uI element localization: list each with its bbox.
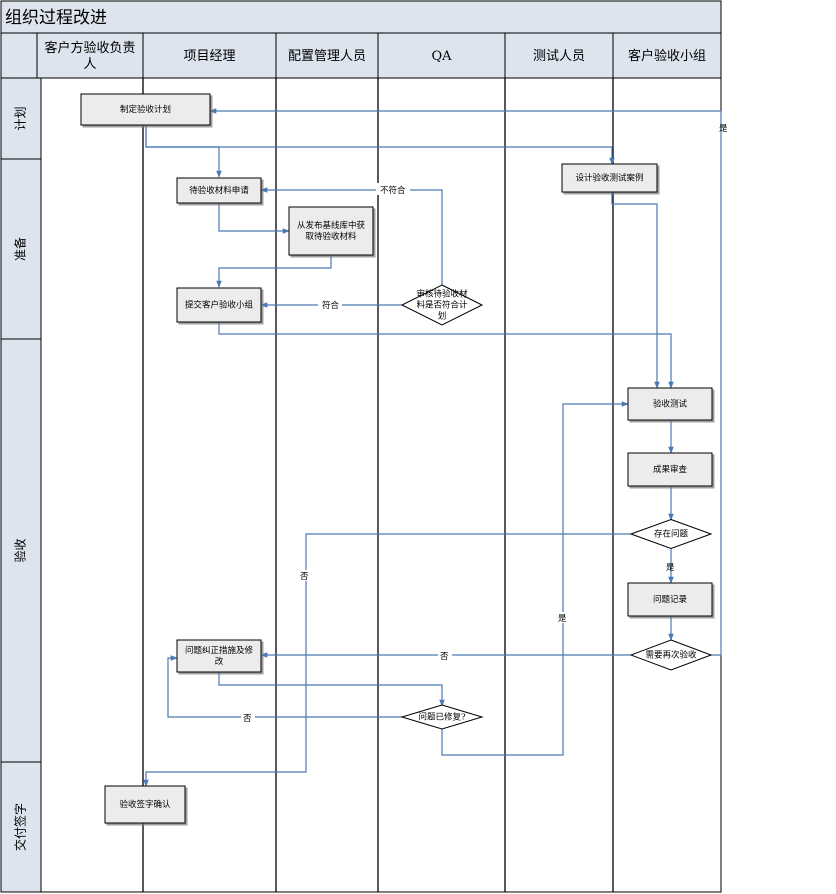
node-label: 问题记录 [653, 595, 688, 605]
node-n9: 存在问题 [629, 518, 713, 550]
lane-label-acceptance_team: 客户验收小组 [628, 48, 706, 64]
node-label: 取待验收材料 [305, 231, 357, 242]
lane-label-customer_lead: 客户方验收负责 [44, 40, 135, 56]
node-label: 料是否符合计 [416, 300, 468, 311]
node-n7: 验收测试 [627, 387, 713, 421]
node-label: 设计验收测试案例 [575, 173, 643, 184]
process-box [176, 177, 262, 204]
node-n8: 成果审查 [627, 452, 713, 487]
lane-dividers [142, 78, 614, 892]
phase-cell-deliver [0, 761, 42, 893]
lane-header-qa [377, 32, 506, 79]
node-label: 问题纠正措施及修 [185, 645, 254, 656]
process-box [80, 93, 211, 126]
lane-label-tester: 测试人员 [533, 49, 585, 64]
edge-request-to-fetch [218, 203, 290, 234]
lane-header-acceptance_team [612, 32, 722, 79]
node-label: 问题已修复? [418, 712, 466, 723]
decision-diamond [629, 518, 713, 550]
process-box [104, 785, 186, 824]
edge-fixed-yes-to-test [441, 401, 629, 756]
decision-diamond [629, 639, 713, 671]
connectors [143, 108, 722, 787]
phase-label-accept: 验收 [13, 538, 28, 562]
node-label: 成果审查 [653, 464, 688, 475]
edge-review-fail-to-request [260, 187, 443, 285]
process-box [627, 582, 713, 617]
edge-plan-to-testcase [145, 125, 615, 165]
lane-label-customer_lead: 人 [83, 57, 96, 72]
decision-diamond [400, 284, 484, 326]
phase-label-deliver: 交付签字 [13, 803, 28, 851]
process-box [561, 163, 658, 193]
node-label: 改 [215, 656, 224, 667]
edge-label-fail: 不符合 [380, 185, 406, 196]
edge-label-no-fixed: 否 [243, 714, 252, 724]
node-n3: 设计验收测试案例 [561, 163, 658, 193]
edge-label-yes-has-issue: 是 [666, 563, 675, 573]
node-n14: 验收签字确认 [104, 785, 186, 824]
lane-label-qa: QA [431, 49, 452, 64]
edge-label-pass: 符合 [322, 300, 340, 311]
edge-testcase-to-test [611, 192, 660, 389]
phase-cell-prepare [0, 158, 42, 340]
edge-label-no-reaccept: 否 [440, 652, 449, 662]
node-n5: 提交客户验收小组 [176, 287, 262, 323]
lane-header-pm [142, 32, 277, 79]
node-label: 验收测试 [653, 399, 688, 410]
lane-label-cm: 配置管理人员 [288, 49, 366, 64]
node-label: 待验收材料申请 [189, 185, 249, 196]
edge-submit-to-test [218, 322, 674, 389]
node-label: 存在问题 [654, 529, 689, 540]
node-label: 划 [438, 311, 447, 322]
process-box [627, 452, 713, 487]
corner-cell [0, 32, 38, 79]
edge-hasissue-no-to-sign [143, 533, 631, 787]
node-label: 需要再次验收 [645, 650, 697, 661]
node-n10: 问题记录 [627, 582, 713, 617]
edge-reaccept-yes-to-plan [209, 108, 722, 656]
node-n11: 需要再次验收 [629, 639, 713, 671]
process-box [288, 206, 374, 256]
edge-label-no-issue: 否 [300, 572, 309, 582]
edge-plan-to-request [145, 125, 222, 178]
edge-fix-to-fixedcheck [218, 672, 445, 707]
node-label: 验收签字确认 [119, 799, 171, 810]
diagram-title: 组织过程改进 [5, 8, 107, 28]
phase-label-prepare: 准备 [14, 237, 28, 261]
node-n2: 待验收材料申请 [176, 177, 262, 204]
phase-label-plan: 计划 [14, 106, 28, 130]
node-label: 审核待验收材 [416, 289, 468, 300]
edge-fetch-to-submit [216, 255, 332, 288]
node-label: 从发布基线库中获 [297, 220, 366, 231]
node-n13: 问题已修复? [400, 704, 484, 730]
process-box [176, 639, 262, 673]
edge-label-yes-replan: 是 [719, 124, 728, 134]
edge-label-yes-fixed: 是 [558, 614, 567, 624]
edge-fixed-no-to-fix [167, 655, 403, 718]
process-box [176, 287, 262, 323]
decision-diamond [400, 704, 484, 730]
edge-labels: 不符合 符合 是 是 是 否 否 否 [241, 124, 728, 724]
node-label: 制定验收计划 [120, 104, 171, 115]
lane-label-pm: 项目经理 [183, 49, 235, 64]
process-box [627, 387, 713, 421]
node-label: 提交客户验收小组 [185, 300, 254, 311]
lane-header-customer_lead [36, 32, 144, 79]
title-bar [0, 0, 722, 34]
node-n1: 制定验收计划 [80, 93, 211, 126]
